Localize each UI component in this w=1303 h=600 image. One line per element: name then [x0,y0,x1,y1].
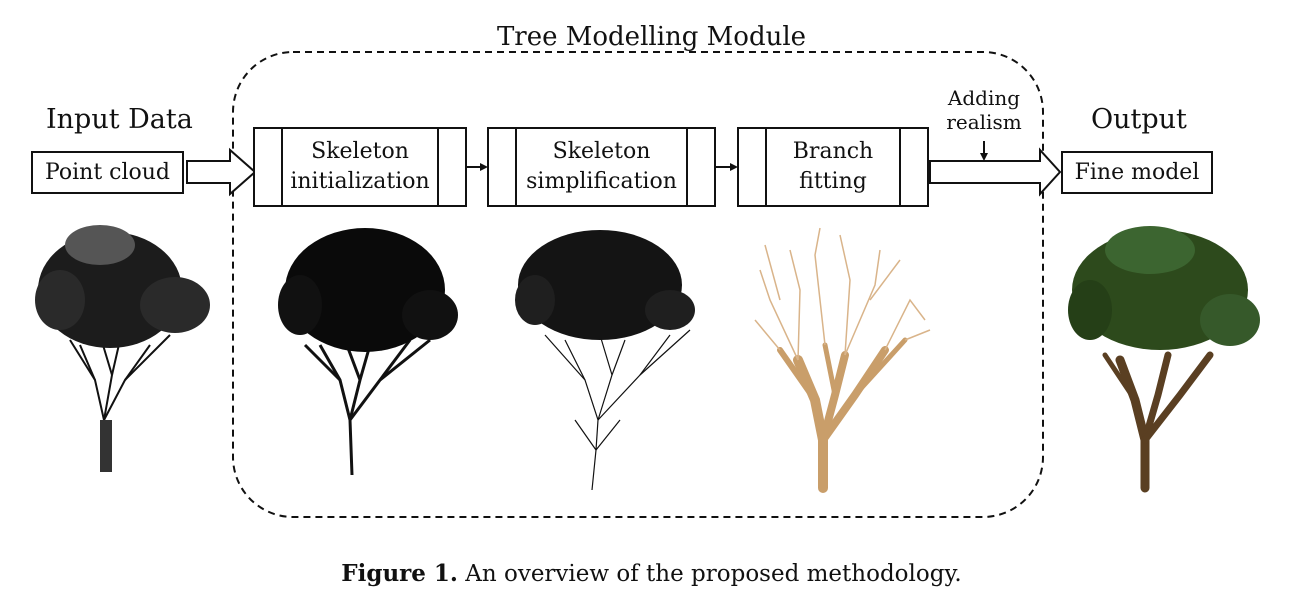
realism-arrow [980,141,988,161]
realism-line2: realism [946,110,1022,134]
step-divider-right [899,129,901,205]
figure-caption: Figure 1. An overview of the proposed me… [0,560,1303,587]
step-branch-fitting: Branch fitting [737,127,929,207]
step-label-line2: initialization [290,169,430,194]
caption-text: An overview of the proposed methodology. [457,561,962,587]
step-arrow-2 [716,163,738,171]
initial-skeleton-tree-icon [278,228,458,476]
realism-line1: Adding [947,86,1021,110]
input-arrow [186,147,257,197]
step-arrow-1 [466,163,488,171]
point-cloud-label: Point cloud [44,160,171,185]
simplified-skeleton-tree-icon [515,230,695,491]
step-label-line2: fitting [799,169,867,194]
output-heading: Output [1091,104,1187,135]
output-arrow [929,147,1062,197]
input-heading: Input Data [46,104,193,135]
step-divider-right [686,129,688,205]
fine-model-tree-icon [1068,226,1260,493]
step-label-line1: Branch [792,139,874,164]
step-label-line1: Skeleton [311,139,409,164]
step-divider-left [281,129,283,205]
fitted-branches-tree-icon [754,227,931,493]
step-divider-left [515,129,517,205]
step-label-line1: Skeleton [552,139,651,164]
module-title: Tree Modelling Module [496,22,807,52]
point-cloud-tree-icon [35,225,210,472]
step-skeleton-simplification: Skeleton simplification [487,127,716,207]
point-cloud-box: Point cloud [31,151,184,194]
step-skeleton-initialization: Skeleton initialization [253,127,467,207]
fine-model-label: Fine model [1074,160,1200,185]
fine-model-box: Fine model [1061,151,1213,194]
step-divider-right [437,129,439,205]
step-divider-left [765,129,767,205]
caption-prefix: Figure 1. [341,560,458,587]
step-label-line2: simplification [526,169,677,194]
realism-note: Adding realism [932,86,1036,134]
